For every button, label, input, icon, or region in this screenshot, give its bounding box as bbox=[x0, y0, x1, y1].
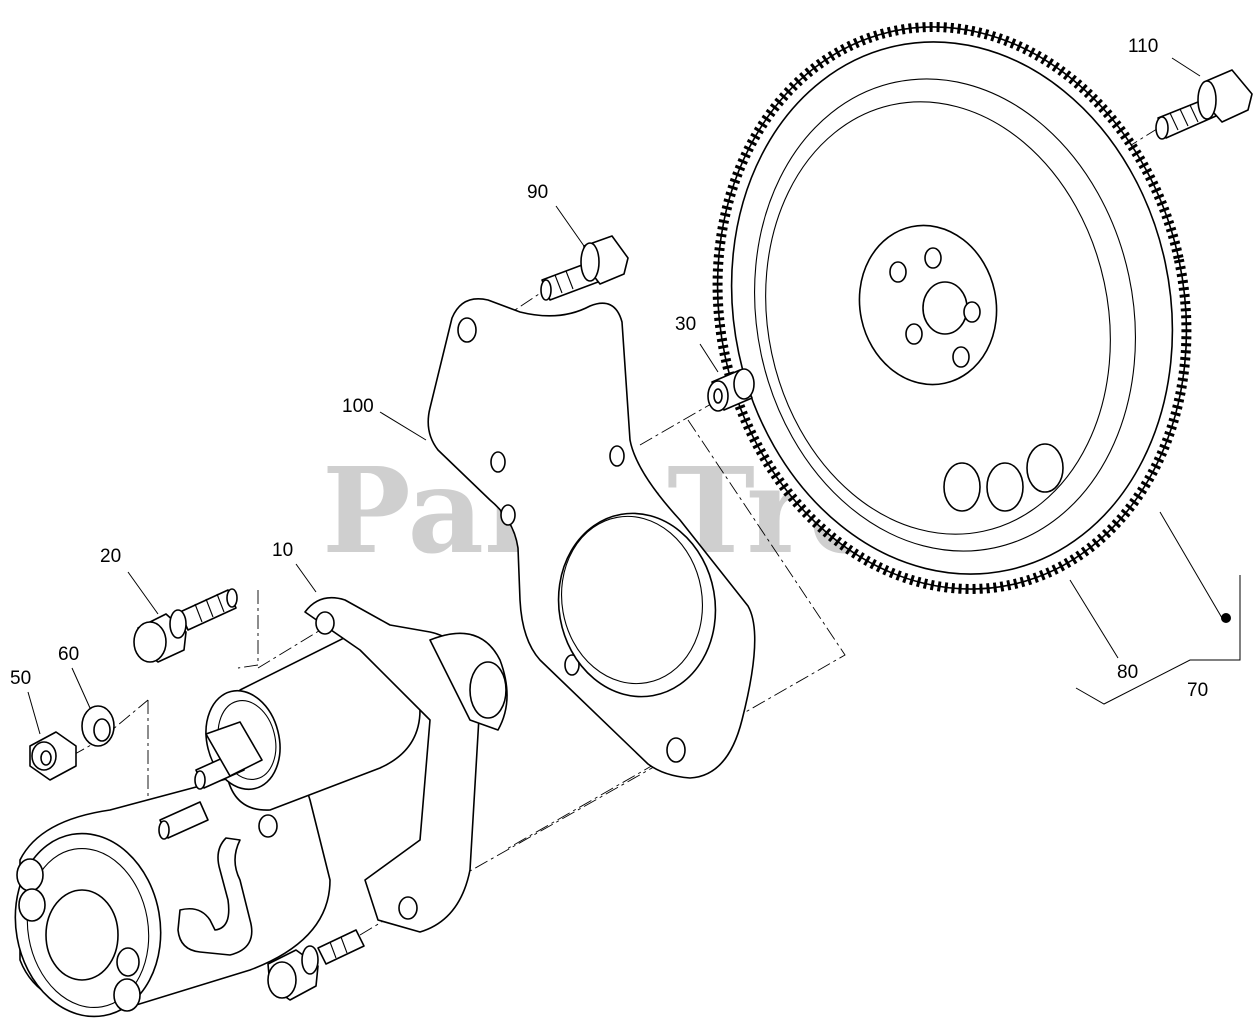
callout-10: 10 bbox=[272, 540, 293, 561]
callout-30: 30 bbox=[675, 314, 696, 335]
callout-80: 80 bbox=[1117, 662, 1138, 683]
nut-50 bbox=[29, 731, 77, 781]
starter-bolt-lower bbox=[267, 929, 365, 1001]
callout-50: 50 bbox=[10, 668, 31, 689]
adapter-plate-100 bbox=[427, 298, 756, 779]
callout-20: 20 bbox=[100, 546, 121, 567]
callout-labels: 110 90 30 100 20 10 60 50 80 70 bbox=[10, 36, 1208, 701]
spacer-30 bbox=[707, 368, 755, 412]
lock-washer-60 bbox=[81, 705, 115, 747]
starter-motor-10 bbox=[14, 596, 508, 1018]
bolt-90 bbox=[540, 235, 629, 301]
leader-lines bbox=[27, 57, 1241, 735]
callout-60: 60 bbox=[58, 644, 79, 665]
flywheel-ring-gear bbox=[712, 22, 1192, 594]
bolt-20 bbox=[133, 588, 238, 663]
callout-100: 100 bbox=[342, 396, 374, 417]
callout-70: 70 bbox=[1187, 680, 1208, 701]
callout-110: 110 bbox=[1128, 36, 1158, 57]
callout-90: 90 bbox=[527, 182, 548, 203]
bolt-110 bbox=[1155, 69, 1253, 140]
